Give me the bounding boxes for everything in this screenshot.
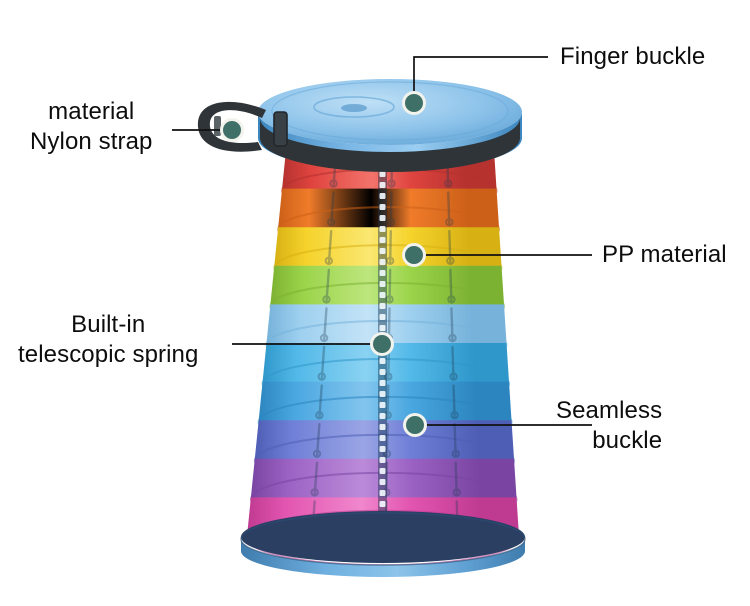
callout-label-nylon-strap: material Nylon strap [30,98,153,155]
callout-seamless-buckle [403,413,592,437]
callout-label-pp-material: PP material [602,241,727,268]
callout-pp-material [402,243,592,267]
callout-telescopic-spring [232,332,394,356]
marker-dot-pp-material[interactable] [405,246,423,264]
callout-finger-buckle [402,56,548,115]
callout-label-seamless-buckle: Seamless buckle [556,397,663,454]
marker-dot-seamless-buckle[interactable] [406,416,424,434]
marker-dot-finger-buckle[interactable] [405,94,423,112]
marker-dot-nylon-strap[interactable] [223,121,241,139]
callout-label-telescopic-spring: Built-in telescopic spring [18,311,199,368]
marker-dot-telescopic-spring[interactable] [373,335,391,353]
stool-base-ring [240,511,526,577]
leader-line-finger-buckle [413,56,548,103]
callout-label-finger-buckle: Finger buckle [560,43,706,70]
nylon-strap [197,101,520,172]
hinge-slots [308,152,462,536]
callout-nylon-strap [172,118,244,142]
